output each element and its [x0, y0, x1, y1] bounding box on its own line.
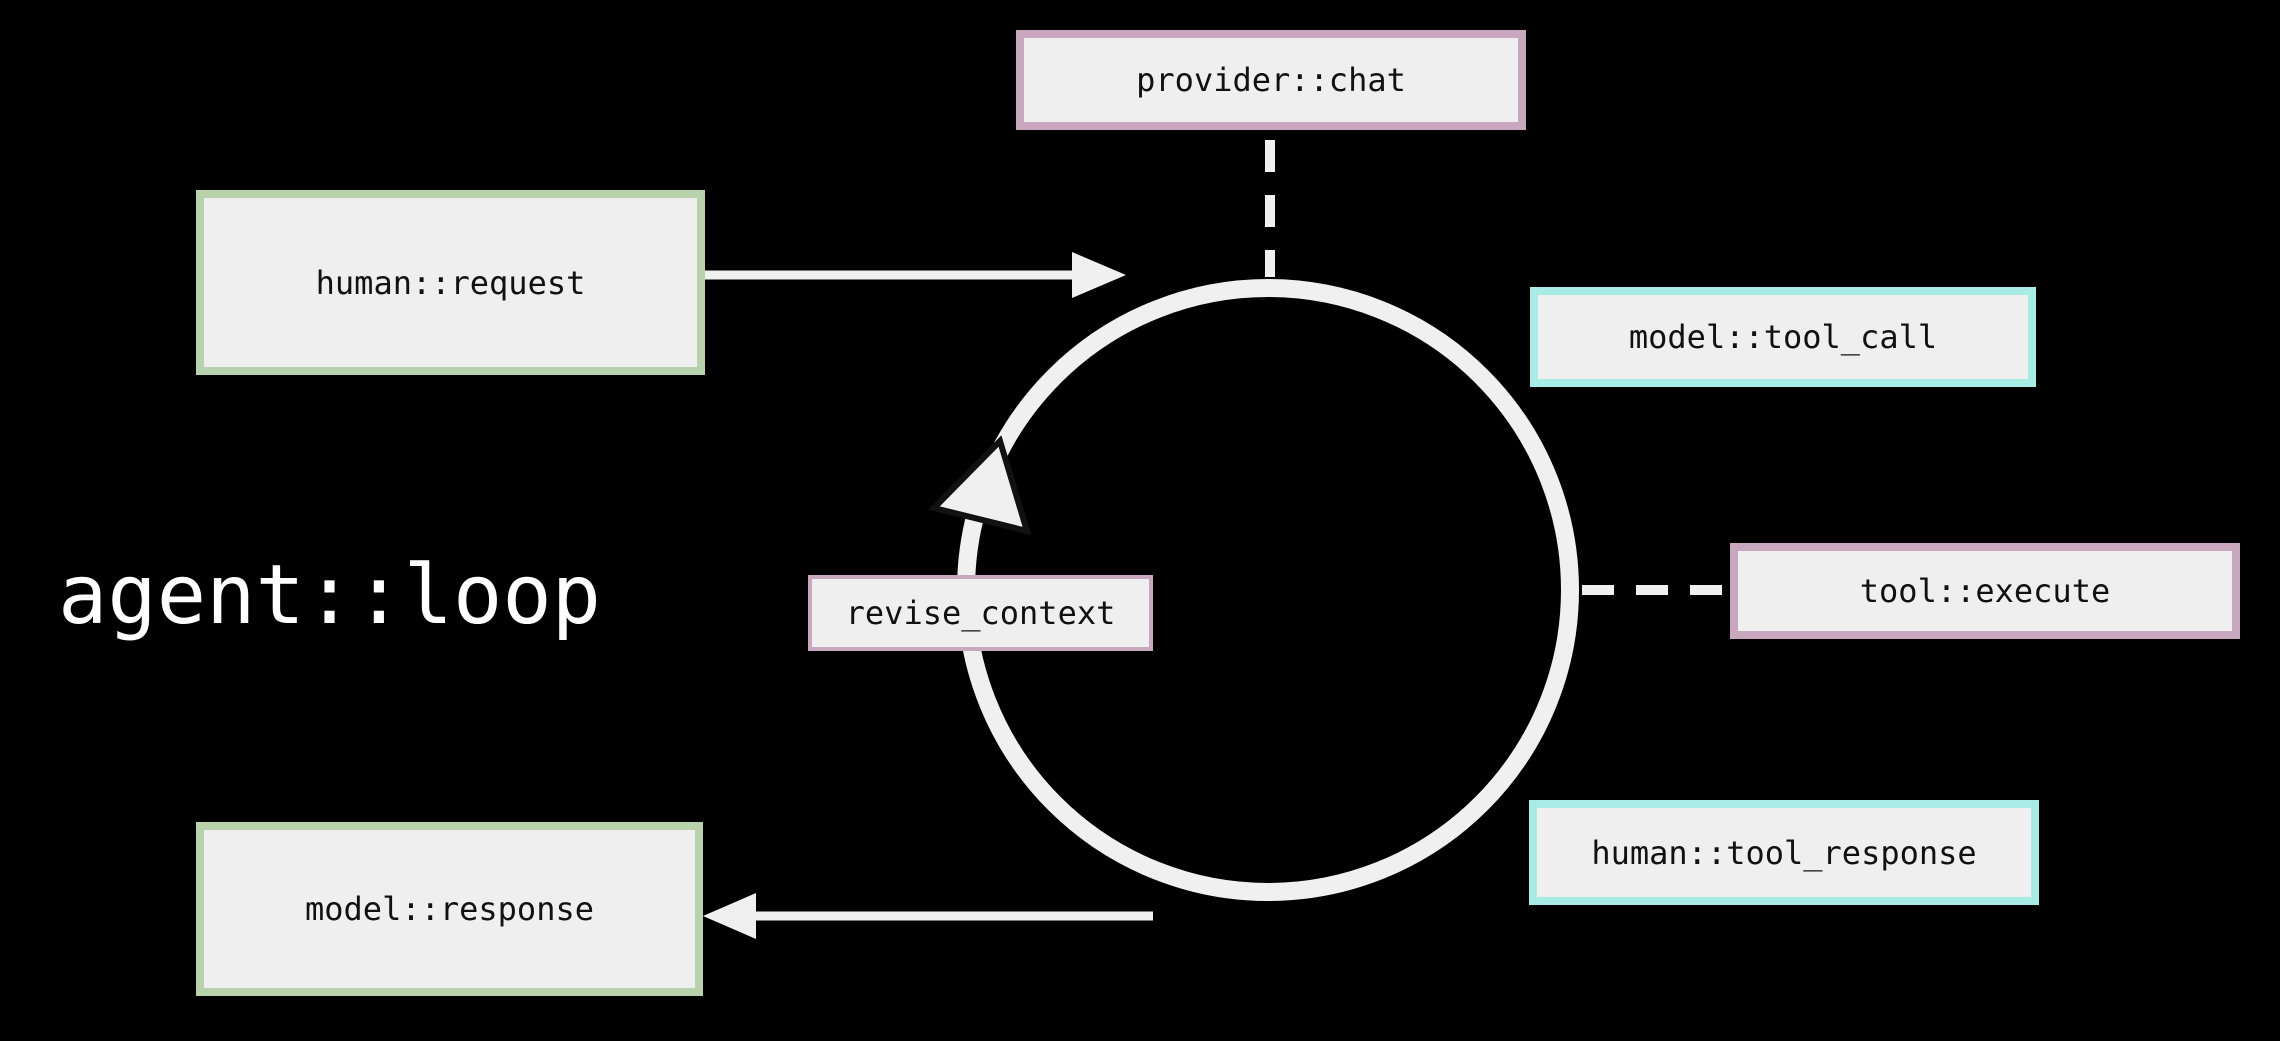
node-label: model::tool_call [1628, 318, 1938, 356]
node-model-tool-call: model::tool_call [1530, 287, 2036, 387]
node-label: provider::chat [1136, 61, 1406, 99]
node-label: revise_context [845, 594, 1116, 632]
human-request-arrowhead-icon [1072, 252, 1126, 298]
loop-arrowhead-icon [928, 435, 1032, 536]
node-label: tool::execute [1859, 572, 2111, 610]
node-provider-chat: provider::chat [1016, 30, 1526, 130]
node-tool-execute: tool::execute [1730, 543, 2240, 639]
node-label: human::tool_response [1591, 833, 1977, 872]
node-revise-context: revise_context [808, 575, 1153, 651]
node-label: model::response [305, 890, 594, 928]
node-model-response: model::response [196, 822, 703, 996]
node-label: human::request [315, 263, 586, 302]
model-response-arrowhead-icon [703, 893, 756, 939]
node-human-tool-response: human::tool_response [1529, 800, 2039, 905]
node-human-request: human::request [196, 190, 705, 375]
diagram-title: agent::loop [58, 548, 602, 643]
